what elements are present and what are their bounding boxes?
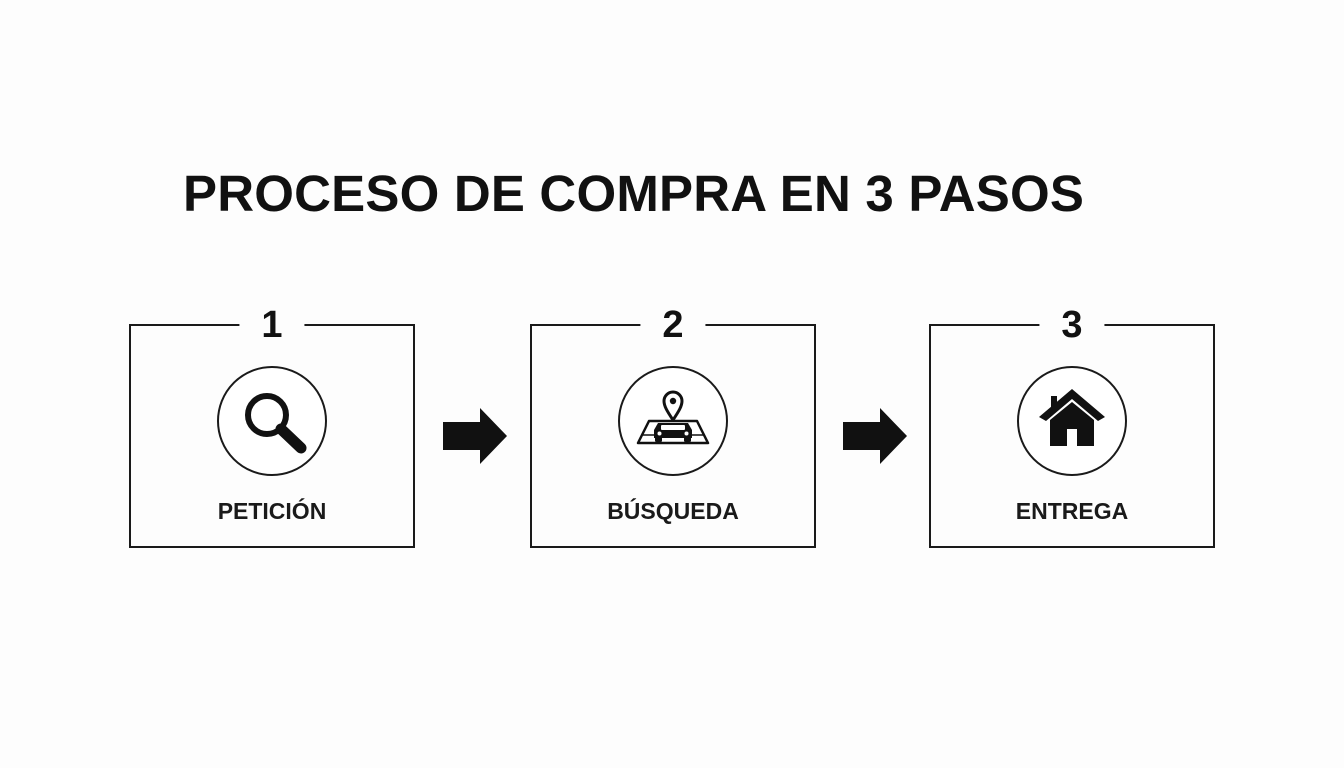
step-2-icon-circle (618, 366, 728, 476)
step-3-label: ENTREGA (1015, 498, 1129, 524)
arrow-right-icon (443, 408, 507, 464)
step-3-icon-circle (1017, 366, 1127, 476)
diagram-title: PROCESO DE COMPRA EN 3 PASOS (183, 165, 1085, 222)
step-1-icon-circle (217, 366, 327, 476)
house-icon (1039, 389, 1105, 446)
step-2-number: 2 (640, 302, 706, 348)
step-2-label: BÚSQUEDA (607, 498, 739, 524)
step-1-box: 1 PETICIÓN (129, 302, 415, 548)
step-1-label: PETICIÓN (217, 498, 327, 524)
step-1-number: 1 (239, 302, 305, 348)
step-2-box: 2 BÚSQUEDA (530, 302, 816, 548)
step-3-number: 3 (1039, 302, 1105, 348)
arrow-right-icon (843, 408, 907, 464)
map-pin-car-icon (636, 390, 710, 445)
step-3-box: 3 ENTREGA (929, 302, 1215, 548)
magnifying-glass-icon (245, 393, 307, 454)
